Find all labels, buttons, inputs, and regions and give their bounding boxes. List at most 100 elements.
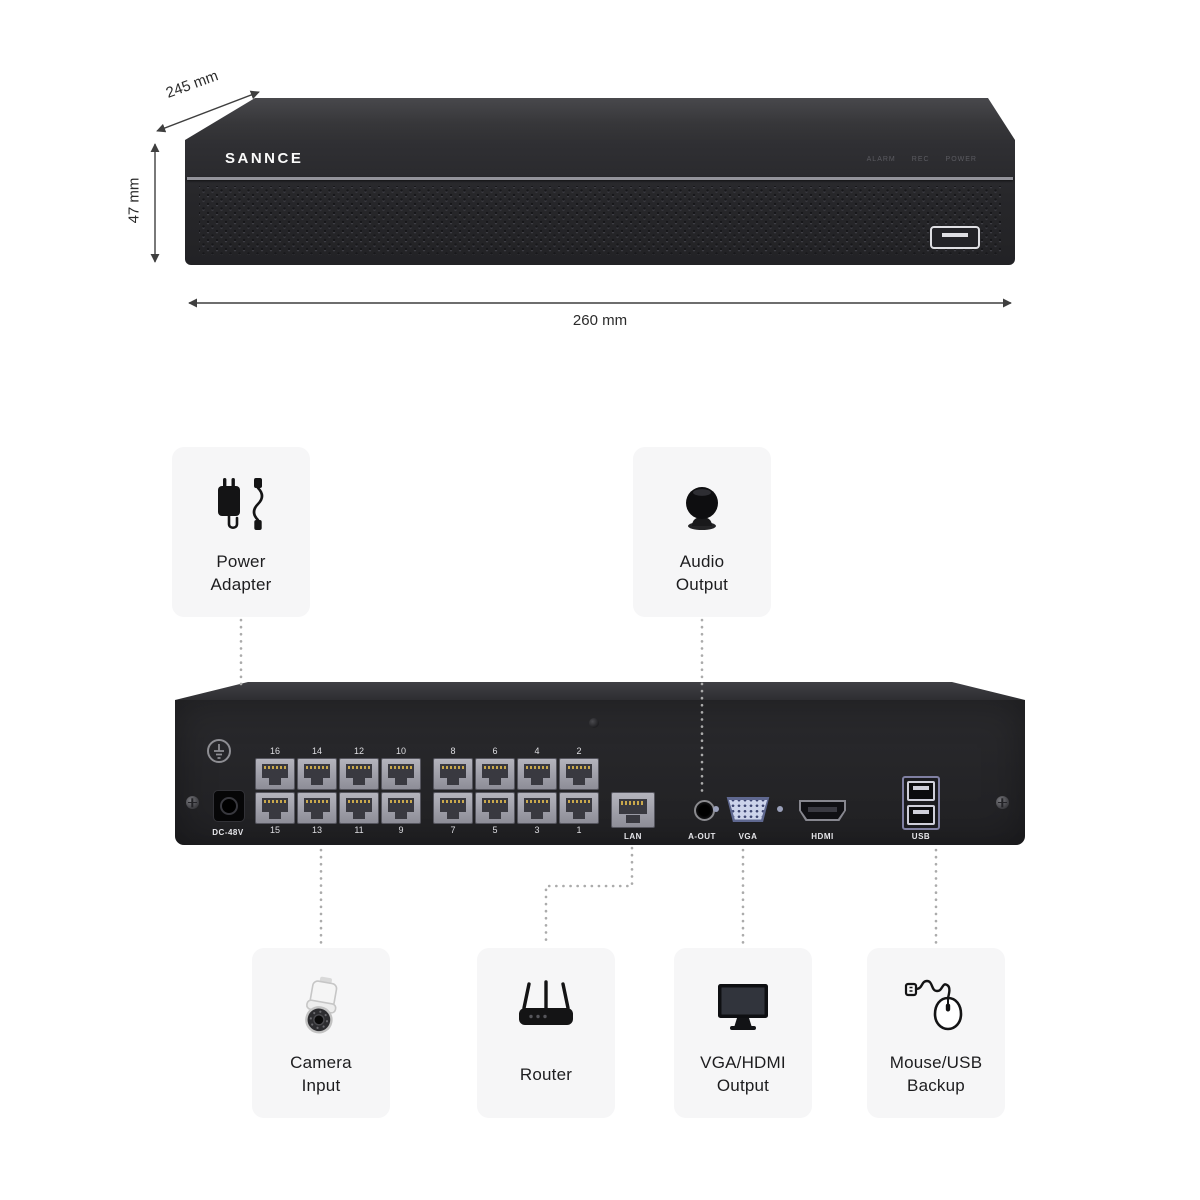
usb-port-block (902, 776, 940, 830)
ethernet-port (517, 792, 557, 824)
height-dimension-label: 47 mm (125, 177, 143, 224)
port-number-row-top: 16 14 12 10 8 6 4 2 (255, 746, 599, 757)
callout-label-line: Mouse/USB (889, 1053, 983, 1072)
port-number: 1 (576, 825, 582, 835)
ethernet-port (255, 792, 295, 824)
port-number: 14 (311, 746, 322, 756)
alarm-indicator-label: ALARM (866, 156, 896, 163)
ethernet-port-row (255, 792, 599, 824)
port-group-gap (423, 758, 431, 790)
camera-icon (282, 966, 360, 1050)
hdmi-port (799, 800, 846, 821)
screw (186, 796, 199, 809)
nvr-front-view: SANNCE ALARM REC POWER (185, 98, 1015, 265)
port-number: 12 (353, 746, 364, 756)
callout-power-adapter: Power Adapter (172, 447, 310, 617)
port-number: 15 (269, 825, 280, 835)
callout-mouse-usb-backup: Mouse/USB Backup (867, 948, 1005, 1118)
ground-symbol (206, 738, 232, 769)
callout-camera-input: Camera Input (252, 948, 390, 1118)
ethernet-port (475, 758, 515, 790)
vga-port (713, 797, 783, 822)
callout-label-line: Output (716, 1076, 770, 1095)
callout-label-line: Backup (907, 1076, 965, 1095)
callout-label-audio-output: Audio Output (676, 549, 728, 597)
usb-port (907, 805, 935, 825)
ethernet-port (297, 792, 337, 824)
callout-label-line: Output (675, 575, 729, 594)
ethernet-port (381, 792, 421, 824)
power-adapter-icon (202, 465, 280, 549)
hdmi-port-label: HDMI (811, 832, 834, 841)
depth-dimension-label: 245 mm (163, 67, 221, 102)
mouse-icon (897, 966, 975, 1050)
ethernet-port (559, 792, 599, 824)
width-dimension-label: 260 mm (572, 312, 628, 329)
nvr-top-face (185, 98, 1015, 140)
nvr-front-face: SANNCE ALARM REC POWER (185, 140, 1015, 265)
vga-port-label: VGA (738, 832, 758, 841)
callout-label-camera-input: Camera Input (290, 1050, 352, 1098)
ethernet-port (297, 758, 337, 790)
callout-label-power-adapter: Power Adapter (211, 549, 272, 597)
rear-top-face (175, 682, 1025, 700)
dc-power-jack (213, 790, 245, 822)
ethernet-port (339, 758, 379, 790)
callout-label-line: Audio (679, 552, 725, 571)
port-number: 3 (534, 825, 540, 835)
port-number: 7 (450, 825, 456, 835)
ethernet-port (339, 792, 379, 824)
callout-label-line: Power (216, 552, 266, 571)
callout-router: Router (477, 948, 615, 1118)
port-group-gap (423, 792, 431, 824)
port-number: 10 (395, 746, 406, 756)
router-icon (507, 966, 585, 1050)
usb-port-label: USB (911, 832, 931, 841)
audio-out-label: A-OUT (688, 832, 716, 841)
callout-label-line: Camera (290, 1053, 352, 1072)
callout-label-line: Adapter (210, 575, 272, 594)
ethernet-port (475, 792, 515, 824)
callout-label-line: Input (301, 1076, 341, 1095)
ethernet-port (381, 758, 421, 790)
screw (589, 718, 599, 728)
lan-port-label: LAN (624, 832, 642, 841)
port-number: 8 (450, 746, 456, 756)
ethernet-port (433, 758, 473, 790)
connector-router (544, 846, 634, 948)
callout-label-vga-hdmi-output: VGA/HDMI Output (700, 1050, 786, 1098)
speaker-icon (663, 465, 741, 549)
nvr-rear-view: DC-48V 16 14 12 10 8 6 4 2 (175, 682, 1025, 845)
led-indicator-labels: ALARM REC POWER (867, 156, 977, 163)
callout-label-router: Router (520, 1050, 572, 1098)
front-usb-port (930, 226, 980, 249)
poe-port-block: 16 14 12 10 8 6 4 2 (255, 746, 599, 836)
audio-out-jack (694, 800, 715, 821)
port-number: 4 (534, 746, 540, 756)
ethernet-port (255, 758, 295, 790)
port-number: 5 (492, 825, 498, 835)
rec-indicator-label: REC (911, 156, 930, 163)
port-number: 13 (311, 825, 322, 835)
port-number: 6 (492, 746, 498, 756)
callout-label-mouse-usb-backup: Mouse/USB Backup (890, 1050, 983, 1098)
callout-label-line: VGA/HDMI (700, 1053, 786, 1072)
port-number-row-bottom: 15 13 11 9 7 5 3 1 (255, 825, 599, 836)
ethernet-port (433, 792, 473, 824)
port-number: 2 (576, 746, 582, 756)
power-indicator-label: POWER (945, 156, 977, 163)
port-group-gap (423, 746, 431, 757)
port-number: 16 (269, 746, 280, 756)
port-group-gap (423, 825, 431, 836)
dc-port-label: DC-48V (212, 828, 244, 837)
callout-label-line: Router (519, 1064, 573, 1084)
front-groove-line (187, 177, 1013, 180)
lan-port (611, 792, 655, 828)
monitor-icon (704, 966, 782, 1050)
front-dotted-texture (199, 186, 1001, 255)
ethernet-port (517, 758, 557, 790)
screw (996, 796, 1009, 809)
ethernet-port-row (255, 758, 599, 790)
port-number: 9 (398, 825, 404, 835)
